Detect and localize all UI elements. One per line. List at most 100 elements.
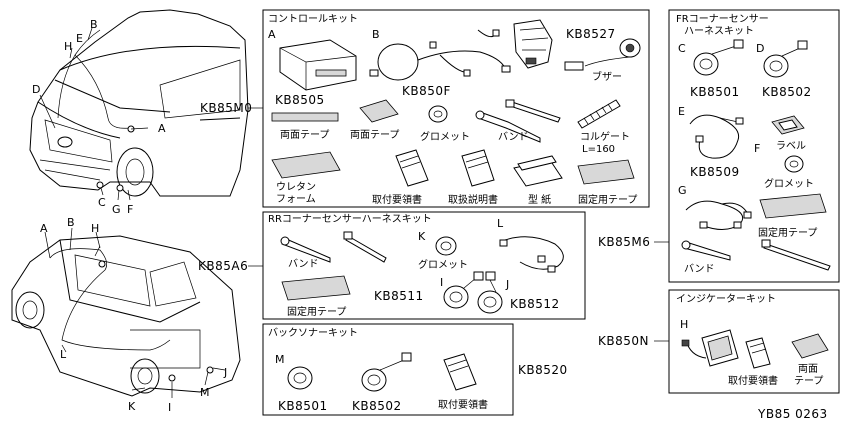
fix-tape-label: 固定用テープ (578, 193, 637, 206)
grommet-label: グロメット (420, 130, 470, 143)
fix-tape-icon (577, 159, 635, 185)
front-car-label-C: C (98, 196, 106, 209)
control-item-A-letter: A (268, 28, 276, 41)
control-item-B-code: KB850F (402, 84, 451, 98)
buzzer-code: KB8527 (566, 27, 616, 41)
double-sided-tape-2-icon (359, 99, 399, 123)
connector-block-icon (513, 19, 553, 69)
fr-item-E-code: KB8509 (690, 165, 740, 179)
rear-car-label-L: L (60, 348, 67, 361)
front-car-label-B: B (90, 18, 98, 31)
back-sensor-1-icon (287, 366, 313, 390)
fr-grommet-icon (784, 155, 804, 173)
indicator-item-H-letter: H (680, 318, 688, 331)
indicator-unit-icon (681, 329, 739, 367)
rear-car-label-B: B (67, 216, 75, 229)
back-item-M-code: KB8501 (278, 399, 328, 413)
indicator-manual-icon (745, 337, 771, 369)
owner-manual-label: 取扱説明書 (448, 193, 498, 206)
urethane-foam-icon (271, 151, 341, 179)
indicator-kit-code: KB850N (598, 334, 649, 348)
rear-car-label-I: I (168, 401, 171, 414)
indicator-tape-icon (791, 333, 829, 359)
rr-kit-code: KB85A6 (198, 259, 248, 273)
control-item-B-letter: B (372, 28, 380, 41)
cable-tie-label: バンド (498, 131, 529, 143)
rr-harness-icon (499, 236, 564, 273)
rr-cable-tie-label: バンド (288, 258, 319, 270)
front-car-label-G: G (112, 203, 121, 216)
back-kit-title: バックソナーキット (268, 327, 358, 339)
fr-sensor-C-icon (693, 39, 744, 76)
install-manual-icon (395, 149, 429, 187)
fr-cable-tie-icon (681, 239, 831, 271)
indicator-kit-box (668, 289, 840, 394)
control-harness-icon (369, 29, 511, 81)
corrugated-tube-icon (577, 99, 621, 129)
indicator-manual-label: 取付要領書 (728, 374, 778, 387)
control-kit-code: KB85M0 (200, 101, 252, 115)
rr-fix-tape-label: 固定用テープ (287, 305, 346, 318)
fr-item-F-letter: F (754, 142, 760, 155)
indicator-kit-title: インジケーターキット (676, 293, 776, 305)
rr-fix-tape-icon (281, 275, 351, 301)
grommet-icon (428, 105, 448, 123)
back-manual-label: 取付要領書 (438, 398, 488, 411)
front-car-illustration (29, 9, 249, 201)
back-kit-code: KB8520 (518, 363, 568, 377)
rr-item-I-letter: I (440, 276, 443, 289)
rr-item-K-letter: K (418, 230, 426, 243)
front-car-label-E: E (76, 32, 83, 45)
rr-kit-title: RRコーナーセンサーハーネスキット (268, 213, 432, 225)
fr-fix-tape-label: 固定用テープ (758, 226, 817, 239)
rr-item-J-letter: J (505, 278, 509, 291)
urethane-foam-label-2: フォーム (276, 193, 316, 205)
fr-item-E-letter: E (678, 105, 685, 118)
fr-item-D-letter: D (756, 42, 764, 55)
template-label: 型 紙 (528, 193, 551, 206)
front-car-label-F: F (127, 203, 133, 216)
back-manual-icon (443, 353, 477, 391)
fr-harness-E-icon (689, 114, 744, 159)
fr-sensor-D-icon (763, 40, 808, 78)
urethane-foam-label-1: ウレタン (276, 181, 316, 193)
indicator-tape-label-2: テープ (794, 375, 823, 387)
fr-harness-G-icon (685, 200, 752, 230)
rr-item-L-letter: L (497, 217, 504, 230)
buzzer-label: ブザー (592, 70, 622, 83)
rear-car-label-J: J (223, 366, 227, 379)
rr-grommet-label: グロメット (418, 258, 468, 271)
back-sensor-2-icon (361, 352, 412, 392)
fr-fix-tape-icon (759, 193, 827, 219)
corrugated-tube-label-2: L=160 (582, 144, 615, 155)
rr-sensor-J-icon (477, 271, 503, 314)
fr-item-D-code: KB8502 (762, 85, 812, 99)
install-manual-label: 取付要領書 (372, 193, 422, 206)
back-kit-box (262, 323, 514, 416)
rr-item-J-code: KB8512 (510, 297, 560, 311)
front-car-label-A: A (158, 122, 166, 135)
label-sticker-icon (771, 115, 805, 135)
fr-kit-title-1: FRコーナーセンサー (676, 13, 769, 25)
fr-kit-title-2: ハーネスキット (684, 25, 754, 37)
double-sided-tape-1-label: 両面テープ (280, 129, 329, 141)
control-item-A-code: KB8505 (275, 93, 325, 107)
fr-kit-box (668, 9, 840, 283)
rear-car-illustration (11, 227, 241, 398)
fr-grommet-label: グロメット (764, 177, 814, 190)
rr-kit-box (262, 211, 586, 320)
rear-car-label-M: M (200, 386, 210, 399)
fr-item-C-letter: C (678, 42, 686, 55)
indicator-tape-label-1: 両面 (798, 364, 818, 375)
rr-sensor-I-icon (443, 271, 484, 309)
diagram-reference-code: YB85 0263 (757, 407, 828, 421)
corrugated-tube-label-1: コルゲート (580, 131, 630, 143)
control-kit-box (262, 9, 650, 208)
cable-tie-icon (475, 99, 561, 143)
rr-cable-tie-icon (280, 231, 387, 263)
buzzer-icon (564, 38, 641, 71)
front-car-label-H: H (64, 40, 72, 53)
rr-item-I-code: KB8511 (374, 289, 424, 303)
front-car-label-D: D (32, 83, 40, 96)
